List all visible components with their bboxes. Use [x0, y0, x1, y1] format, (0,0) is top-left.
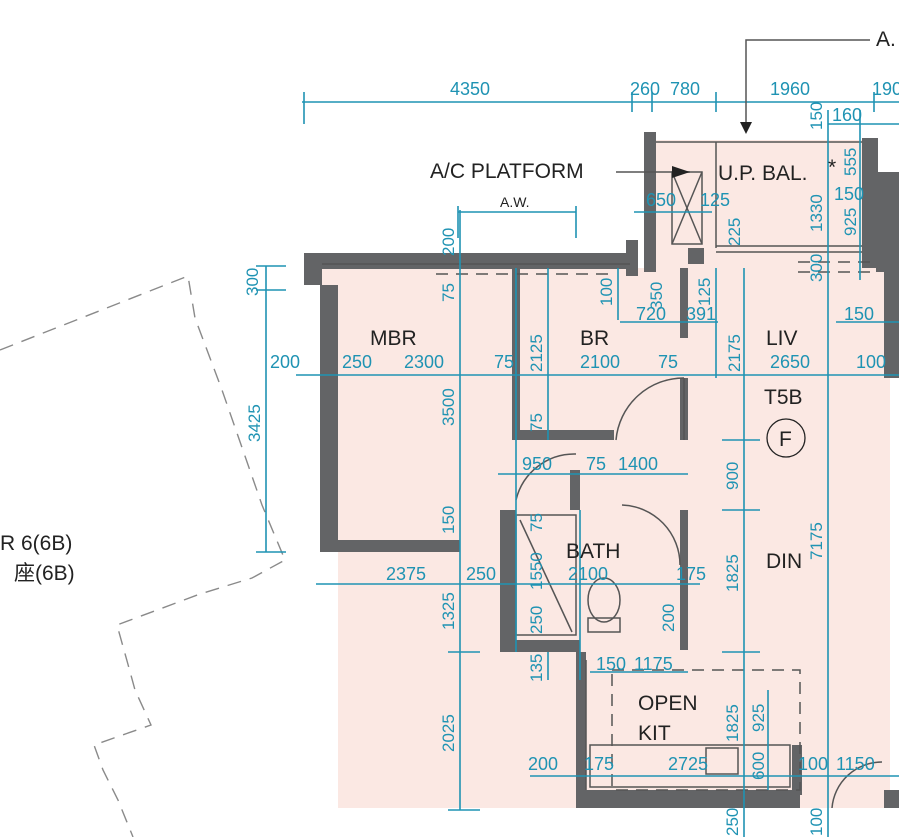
dim-75-bath: 75 — [586, 454, 606, 474]
dim-250-bath: 250 — [466, 564, 496, 584]
dim-720: 720 — [636, 304, 666, 324]
unit-letter-circle — [766, 418, 806, 458]
dim-1150: 1150 — [836, 754, 875, 774]
dim-650: 650 — [646, 190, 676, 210]
vdim-600: 600 — [749, 752, 768, 780]
bal-asterisk: * — [828, 156, 836, 179]
vdim-200: 200 — [439, 228, 458, 256]
dim-1960: 1960 — [770, 79, 810, 99]
horizontal-dimensions: 4350 260 780 1960 190 160 650 125 720 39… — [270, 79, 899, 774]
vdim-300-right: 300 — [807, 254, 826, 282]
tower-label-zh: 座(6B) — [14, 562, 75, 585]
vertical-dimensions: 150 555 1330 925 225 300 200 75 300 100 … — [243, 102, 860, 836]
vdim-1325: 1325 — [439, 592, 458, 630]
vdim-250-bottom: 250 — [723, 808, 742, 836]
dim-260: 260 — [630, 79, 660, 99]
callout-leaders — [616, 39, 870, 178]
vdim-300-left: 300 — [243, 268, 262, 296]
dim-100-right: 100 — [856, 352, 886, 372]
up-bal-label: U.P. BAL. — [718, 162, 808, 185]
dim-391: 391 — [686, 304, 716, 324]
dim-2375: 2375 — [386, 564, 426, 584]
dim-2300: 2300 — [404, 352, 444, 372]
vdim-1825-din: 1825 — [723, 554, 742, 592]
dim-150-right: 150 — [844, 304, 874, 324]
dim-250-mbr: 250 — [342, 352, 372, 372]
room-label-kit: KIT — [638, 722, 671, 745]
floor-area — [320, 140, 890, 808]
room-label-open: OPEN — [638, 692, 698, 715]
vdim-150-mid: 150 — [439, 506, 458, 534]
dim-1175: 1175 — [634, 654, 673, 674]
top-callout-label: A. — [876, 28, 896, 51]
vdim-555: 555 — [841, 148, 860, 176]
unit-letter: F — [779, 428, 792, 451]
room-label-br: BR — [580, 327, 609, 350]
room-label-mbr: MBR — [370, 327, 417, 350]
dim-175-bath: 175 — [676, 564, 706, 584]
vdim-900: 900 — [723, 462, 742, 490]
vdim-200-bath: 200 — [659, 604, 678, 632]
vdim-2125: 2125 — [527, 334, 546, 372]
dim-950: 950 — [522, 454, 552, 474]
vdim-225: 225 — [725, 218, 744, 246]
tower-label-en: R 6(6B) — [0, 532, 72, 555]
dim-75-br: 75 — [658, 352, 678, 372]
dim-150-bal: 150 — [834, 184, 864, 204]
dim-780: 780 — [670, 79, 700, 99]
vdim-75-bath: 75 — [527, 513, 546, 532]
dim-175-kit: 175 — [584, 754, 614, 774]
vdim-350: 350 — [647, 282, 666, 310]
vdim-75-top: 75 — [439, 283, 458, 302]
vdim-1550: 1550 — [527, 552, 546, 590]
vdim-100: 100 — [597, 278, 616, 306]
dim-1400: 1400 — [618, 454, 658, 474]
vdim-2175: 2175 — [725, 334, 744, 372]
window-and-fixture-lines — [322, 141, 883, 809]
ac-platform-label: A/C PLATFORM — [430, 160, 584, 183]
vdim-3500: 3500 — [439, 388, 458, 426]
dim-2100-bath: 2100 — [568, 564, 608, 584]
dim-100-kit: 100 — [798, 754, 828, 774]
room-label-bath: BATH — [566, 540, 620, 563]
dim-160: 160 — [832, 105, 862, 125]
dim-200-kit: 200 — [528, 754, 558, 774]
room-label-din: DIN — [766, 550, 802, 573]
unit-code: T5B — [764, 386, 803, 409]
vdim-100-bottom: 100 — [807, 808, 826, 836]
vdim-925-top: 925 — [841, 208, 860, 236]
vdim-150-top: 150 — [807, 102, 826, 130]
vdim-135: 135 — [527, 654, 546, 682]
dim-2725: 2725 — [668, 754, 708, 774]
dim-4350: 4350 — [450, 79, 490, 99]
dim-150-kit: 150 — [596, 654, 626, 674]
vdim-925-kit: 925 — [749, 704, 768, 732]
vdim-75-br: 75 — [527, 413, 546, 432]
dimension-lines — [256, 92, 899, 837]
vdim-125: 125 — [695, 278, 714, 306]
dim-2650: 2650 — [770, 352, 810, 372]
room-label-liv: LIV — [766, 327, 798, 350]
site-boundary-outline — [0, 275, 286, 837]
vdim-3425: 3425 — [245, 404, 264, 442]
vdim-1330: 1330 — [807, 194, 826, 232]
vdim-7175: 7175 — [807, 522, 826, 560]
dim-2100-br: 2100 — [580, 352, 620, 372]
vdim-1825-kit: 1825 — [723, 704, 742, 742]
vdim-2025: 2025 — [439, 714, 458, 752]
aw-label: A.W. — [500, 194, 530, 210]
dim-190: 190 — [872, 79, 899, 99]
vdim-250-bath: 250 — [527, 606, 546, 634]
dim-75-mbr: 75 — [494, 352, 514, 372]
dim-125: 125 — [700, 190, 730, 210]
dim-200-left: 200 — [270, 352, 300, 372]
